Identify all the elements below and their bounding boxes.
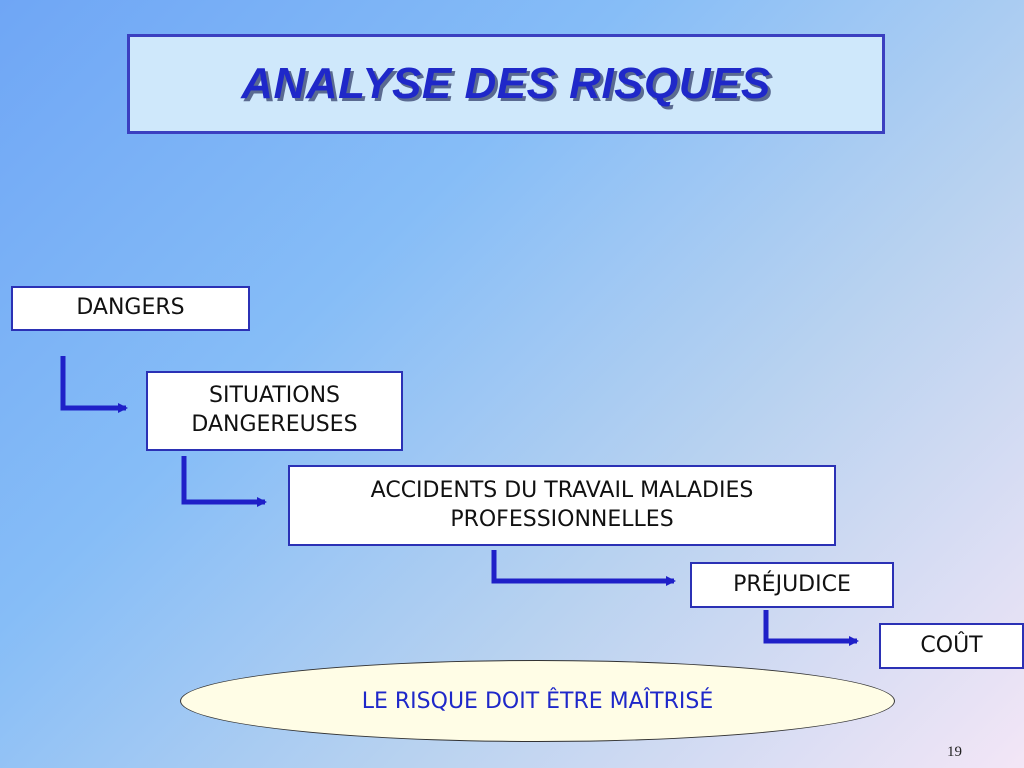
step-accidents-line2: PROFESSIONNELLES xyxy=(450,506,674,532)
step-accidents-line1: ACCIDENTS DU TRAVAIL MALADIES xyxy=(370,477,754,503)
title-box: ANALYSE DES RISQUES xyxy=(127,34,885,134)
arrow-2 xyxy=(181,456,267,507)
step-situations-line1: SITUATIONS xyxy=(208,383,340,409)
page-number: 19 xyxy=(947,744,962,760)
conclusion-text: LE RISQUE DOIT ÊTRE MAÎTRISÉ xyxy=(361,688,714,714)
step-cout-label: COÛT xyxy=(920,632,983,658)
step-prejudice-label: PRÉJUDICE xyxy=(733,571,851,597)
conclusion-ellipse: LE RISQUE DOIT ÊTRE MAÎTRISÉ xyxy=(180,660,895,742)
arrow-1 xyxy=(60,356,128,413)
step-situations-line2: DANGEREUSES xyxy=(191,412,358,437)
arrow-4 xyxy=(763,610,859,646)
step-dangers-label: DANGERS xyxy=(76,295,185,321)
step-prejudice: PRÉJUDICE xyxy=(690,562,894,608)
step-accidents: ACCIDENTS DU TRAVAIL MALADIES PROFESSION… xyxy=(288,465,836,546)
step-situations-dangereuses: SITUATIONS DANGEREUSES xyxy=(146,371,403,451)
step-cout: COÛT xyxy=(879,623,1024,669)
step-dangers: DANGERS xyxy=(11,286,250,331)
arrow-3 xyxy=(491,550,676,586)
slide-title: ANALYSE DES RISQUES xyxy=(241,59,771,108)
